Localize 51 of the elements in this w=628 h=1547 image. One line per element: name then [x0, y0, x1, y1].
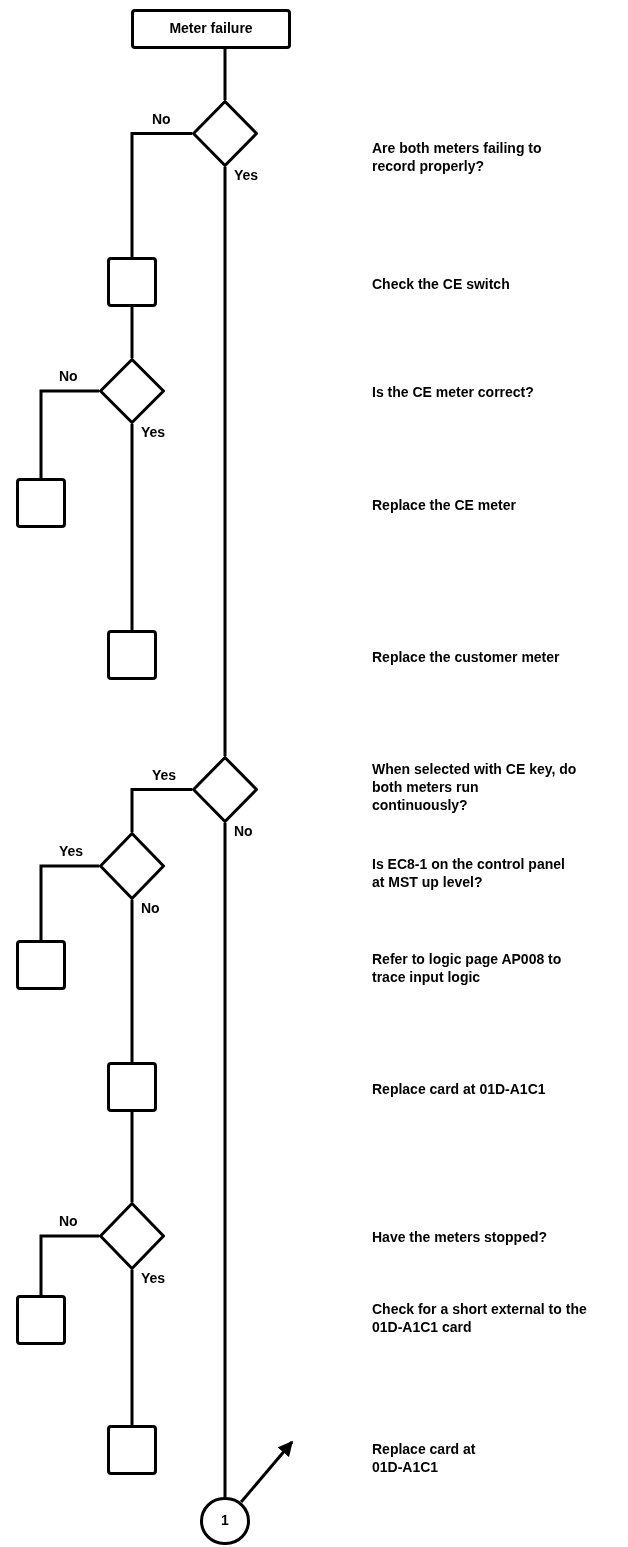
edge-label: No — [141, 901, 160, 915]
connector-line — [223, 49, 227, 100]
process-box — [16, 478, 66, 528]
connector-line — [39, 864, 99, 940]
step-description: Is the CE meter correct? — [372, 383, 535, 401]
edge-label: No — [59, 369, 78, 383]
step-description: Check for a short external to the 01D-A1C1 card — [372, 1300, 588, 1336]
decision-diamond — [99, 832, 165, 900]
connector-line — [39, 1234, 99, 1295]
process-box — [16, 1295, 66, 1345]
step-description: Replace the CE meter — [372, 496, 517, 514]
process-box — [107, 257, 157, 307]
edge-label: Yes — [59, 844, 84, 858]
step-description: Have the meters stopped? — [372, 1228, 549, 1246]
connector-line — [223, 823, 227, 1497]
process-box — [16, 940, 66, 990]
step-description: Check the CE switch — [372, 275, 511, 293]
step-description: Replace the customer meter — [372, 648, 561, 666]
step-description: Replace card at 01D-A1C1 — [372, 1440, 477, 1476]
step-description: Is EC8-1 on the control panel at MST up level? — [372, 855, 566, 891]
decision-diamond — [192, 756, 258, 823]
decision-diamond — [99, 358, 165, 424]
connector-line — [223, 167, 227, 756]
step-description: Are both meters failing to record properly? — [372, 139, 543, 175]
decision-diamond — [99, 1202, 165, 1270]
node-text: Meter failure — [169, 20, 253, 38]
step-description: Replace card at 01D-A1C1 — [372, 1080, 547, 1098]
connector-line — [39, 389, 99, 478]
connector-line — [130, 1112, 134, 1202]
edge-label: Yes — [141, 425, 166, 439]
step-description: When selected with CE key, do both meters run continuously? — [372, 760, 577, 814]
step-description: Refer to logic page AP008 to trace input logic — [372, 950, 563, 986]
decision-diamond — [192, 100, 258, 167]
process-box — [107, 630, 157, 680]
edge-label: No — [59, 1214, 78, 1228]
edge-label: Yes — [152, 767, 177, 782]
connector-line — [130, 788, 192, 832]
edge-label: Yes — [234, 168, 259, 182]
connector-line — [130, 307, 134, 358]
connector-line — [130, 1270, 134, 1425]
edge-label: No — [234, 824, 253, 838]
start-box — [131, 9, 291, 49]
edge-label: Yes — [141, 1271, 166, 1285]
connector-line — [130, 424, 134, 630]
connector-line — [130, 132, 192, 257]
connector-line — [130, 900, 134, 1062]
process-box — [107, 1425, 157, 1475]
edge-label: No — [152, 111, 171, 126]
arrow — [240, 1440, 294, 1503]
node-text: 1 — [221, 1512, 229, 1530]
process-box — [107, 1062, 157, 1112]
